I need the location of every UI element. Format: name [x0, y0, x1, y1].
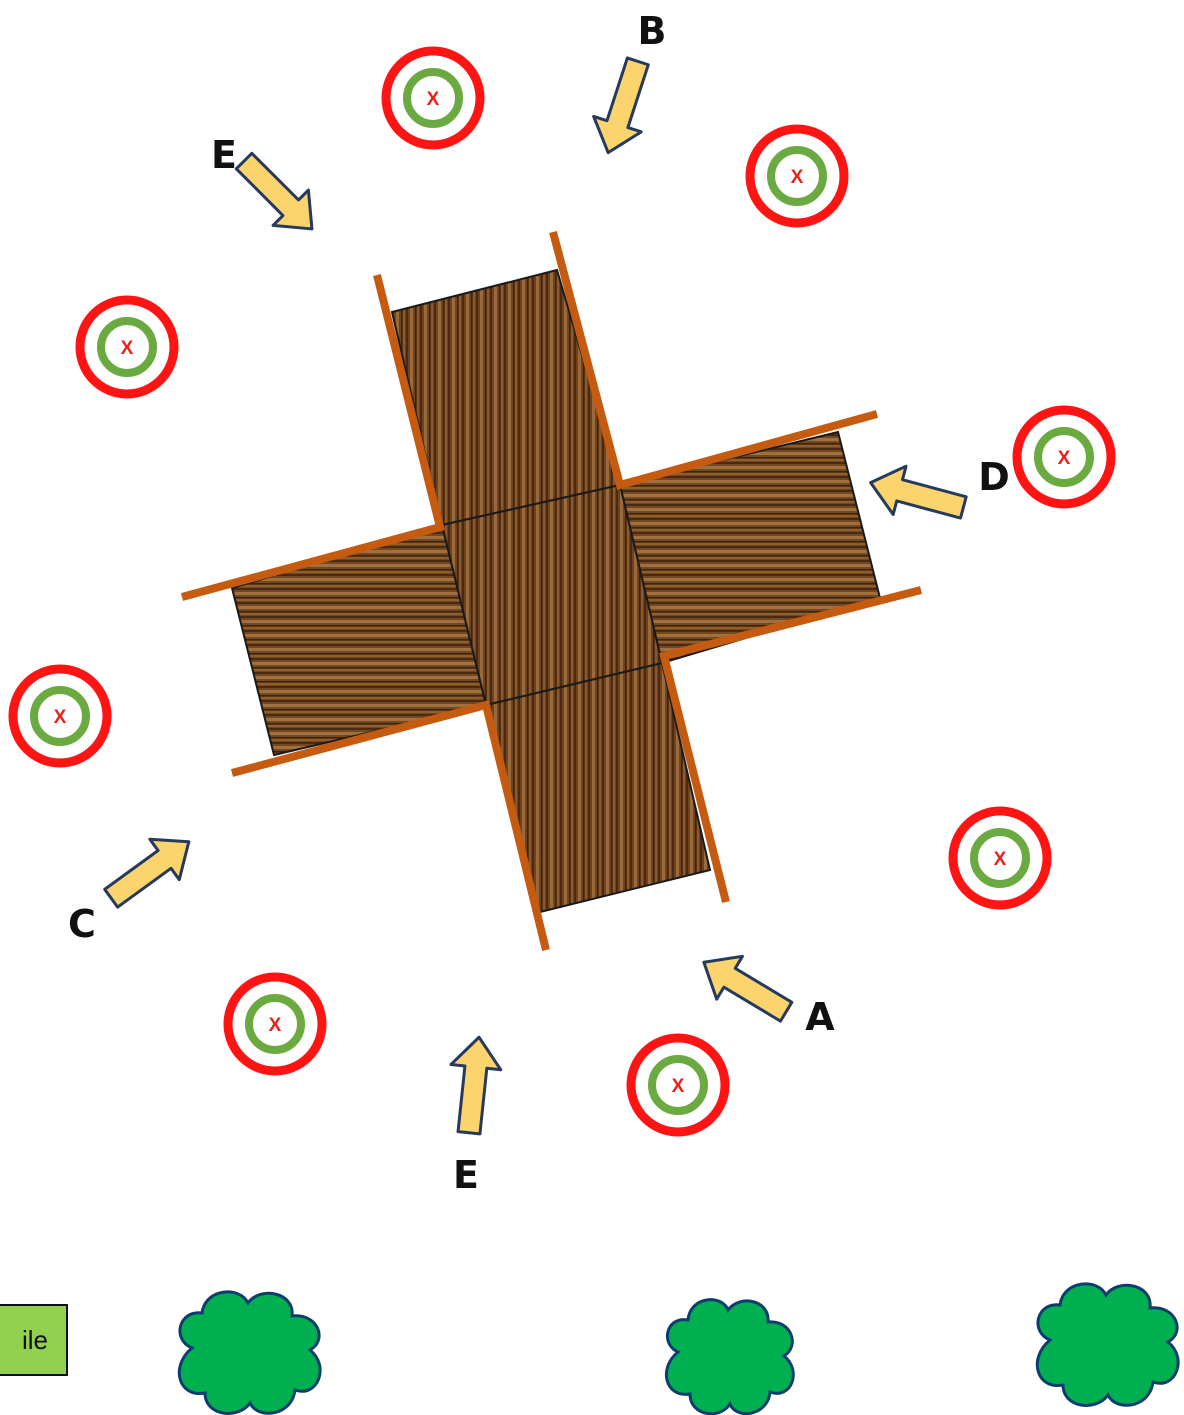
arrow-a — [691, 941, 799, 1033]
target-x-icon: X — [1058, 448, 1071, 469]
target-2: X — [750, 129, 844, 223]
target-6: X — [953, 811, 1047, 905]
bush-3 — [1037, 1284, 1178, 1406]
target-x-icon: X — [121, 338, 134, 359]
pile-label: ile — [22, 1325, 48, 1356]
arrow-e-top — [226, 143, 329, 246]
target-x-icon: X — [427, 89, 440, 110]
target-7: X — [228, 977, 322, 1071]
bushes — [179, 1284, 1178, 1414]
target-x-icon: X — [269, 1015, 282, 1036]
arrow-a-label: A — [805, 995, 835, 1039]
arrow-c — [96, 822, 203, 919]
arrow-e-bottom-label: E — [453, 1153, 479, 1197]
target-x-icon: X — [994, 849, 1007, 870]
arrow-c-label: C — [68, 902, 96, 946]
target-x-icon: X — [791, 167, 804, 188]
target-3: X — [80, 300, 174, 394]
arrow-b-label: B — [638, 9, 667, 53]
arm-left — [232, 525, 486, 755]
arrow-e-bottom — [444, 1035, 504, 1136]
target-x-icon: X — [54, 707, 67, 728]
target-4: X — [1017, 410, 1111, 504]
bush-2 — [666, 1300, 793, 1414]
arrow-b — [584, 54, 661, 161]
target-1: X — [386, 51, 480, 145]
arm-right — [620, 432, 880, 663]
arrow-d — [864, 458, 970, 531]
cross-structure — [182, 232, 921, 950]
target-x-icon: X — [672, 1076, 685, 1097]
arrow-d-label: D — [978, 455, 1010, 499]
arrow-e-top-label: E — [211, 133, 237, 177]
target-8: X — [631, 1038, 725, 1132]
target-5: X — [13, 669, 107, 763]
bush-1 — [179, 1292, 320, 1414]
pile-label-box: ile — [0, 1304, 68, 1376]
